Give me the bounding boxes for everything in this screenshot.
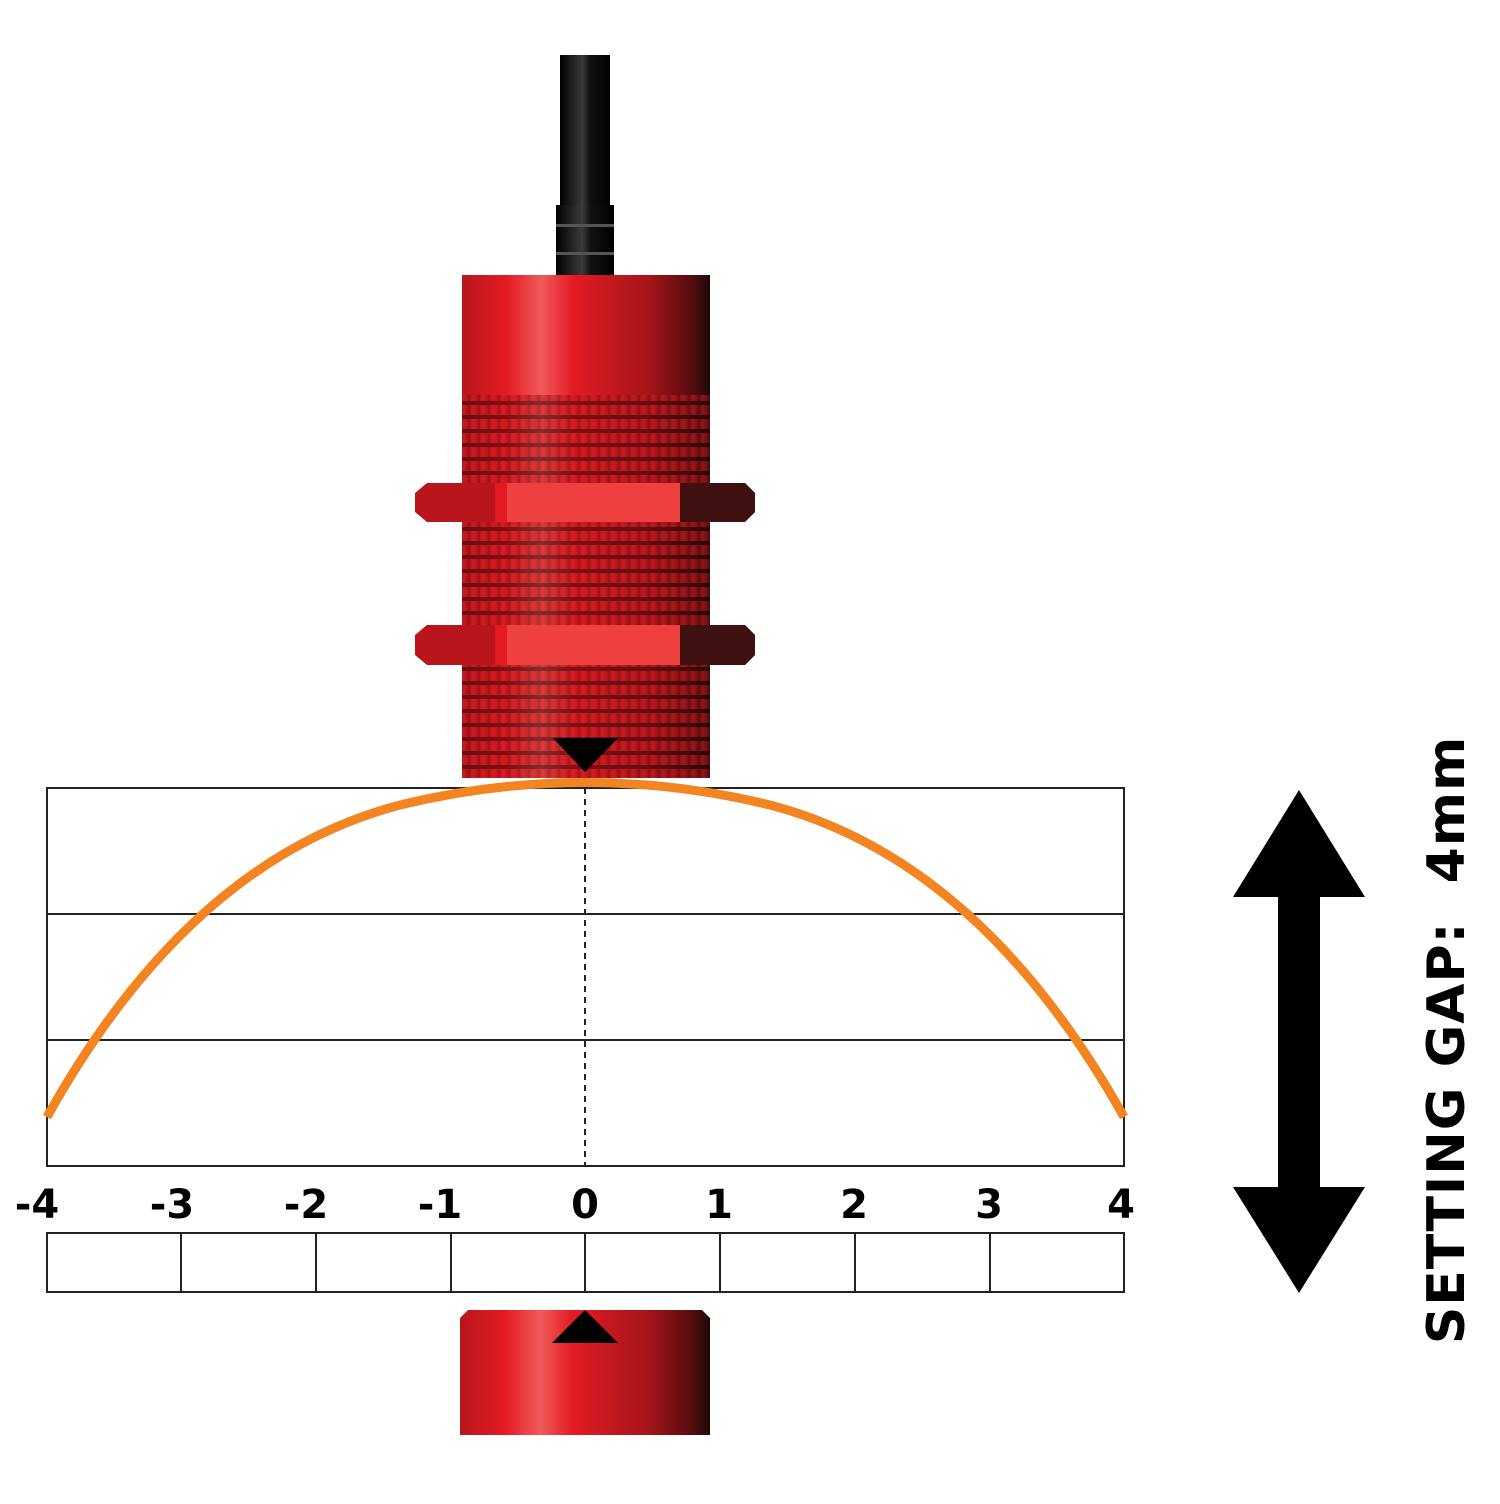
sensor-cable	[556, 55, 614, 275]
setting-gap-label: SETTING GAP: 4mm	[1417, 735, 1477, 1345]
tick-label: -4	[15, 1182, 59, 1228]
sensor-nut-upper	[415, 483, 755, 522]
tick-label: -1	[418, 1182, 462, 1228]
triangle-up-icon	[552, 1310, 618, 1343]
double-vertical-arrow-icon	[1233, 790, 1365, 1293]
sensing-field-chart	[43, 778, 1128, 1167]
tick-label: -2	[284, 1182, 328, 1228]
scale-tick-labels: -4 -3 -2 -1 0 1 2 3 4	[15, 1182, 1135, 1228]
tick-label: 1	[705, 1182, 733, 1228]
sensor-threaded-body	[462, 395, 710, 778]
tick-label: -3	[150, 1182, 194, 1228]
triangle-down-icon	[553, 738, 618, 772]
tick-label: 4	[1107, 1182, 1135, 1228]
sensing-field-curve	[43, 778, 1128, 1120]
sensor-nut-lower	[415, 625, 755, 665]
scale-bar	[46, 1232, 1125, 1293]
tick-label: 3	[975, 1182, 1003, 1228]
tick-label: 0	[571, 1182, 599, 1228]
sensor-head	[462, 275, 710, 395]
target-puck	[460, 1310, 710, 1435]
tick-label: 2	[840, 1182, 868, 1228]
